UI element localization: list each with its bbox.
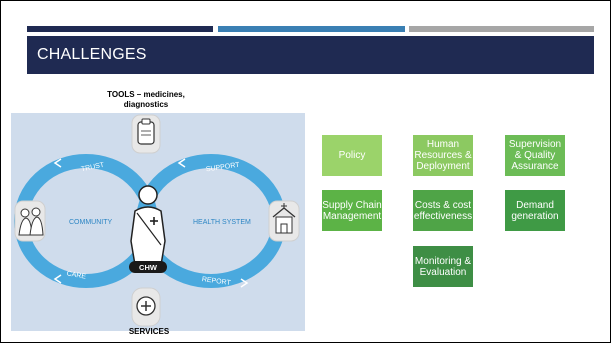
care-arrow: [53, 274, 62, 284]
services-label: SERVICES: [128, 327, 170, 336]
report-label: REPORT: [201, 276, 231, 287]
challenge-box-supply-chain: Supply Chain Management: [322, 190, 382, 231]
trust-arrow: [53, 158, 62, 168]
support-arrow: [177, 158, 186, 168]
accent-bar-gray: [409, 26, 594, 32]
community-label: COMMUNITY: [69, 219, 112, 226]
accent-bar-navy: [27, 26, 213, 32]
tools-label-line1: TOOLS – medicines,: [107, 90, 185, 99]
report-arrow: [240, 278, 249, 288]
chw-diagram: TRUST SUPPORT CARE REPORT COMMUNITY HEAL…: [11, 113, 305, 331]
challenge-box-demand-generation: Demand generation: [505, 190, 565, 231]
clipboard-bag-icon: [131, 114, 161, 154]
clinic-building-icon: [268, 200, 300, 242]
challenge-box-policy: Policy: [322, 135, 382, 176]
tools-label-line2: diagnostics: [123, 100, 169, 109]
care-label: CARE: [66, 270, 87, 280]
chw-label: CHW: [139, 263, 158, 272]
challenge-box-costs: Costs & cost effectiveness: [413, 190, 473, 231]
health-system-label: HEALTH SYSTEM: [193, 219, 251, 226]
title-band: CHALLENGES: [27, 36, 594, 74]
support-label: SUPPORT: [206, 162, 241, 174]
infinity-loop-diagram: TRUST SUPPORT CARE REPORT COMMUNITY HEAL…: [14, 114, 300, 327]
slide-title: CHALLENGES: [37, 46, 147, 63]
challenge-box-monitoring: Monitoring & Evaluation: [413, 246, 473, 287]
tools-label: TOOLS – medicines, diagnostics: [86, 90, 206, 110]
challenge-box-supervision: Supervision & Quality Assurance: [505, 135, 565, 176]
plus-circle-icon: [131, 287, 161, 327]
accent-bar-blue: [218, 26, 405, 32]
trust-label: TRUST: [81, 162, 106, 174]
challenge-box-human-resources: Human Resources & Deployment: [413, 135, 473, 176]
health-worker-icon: [130, 185, 166, 266]
chw-tag: [129, 261, 167, 273]
community-group-icon: [14, 200, 46, 242]
